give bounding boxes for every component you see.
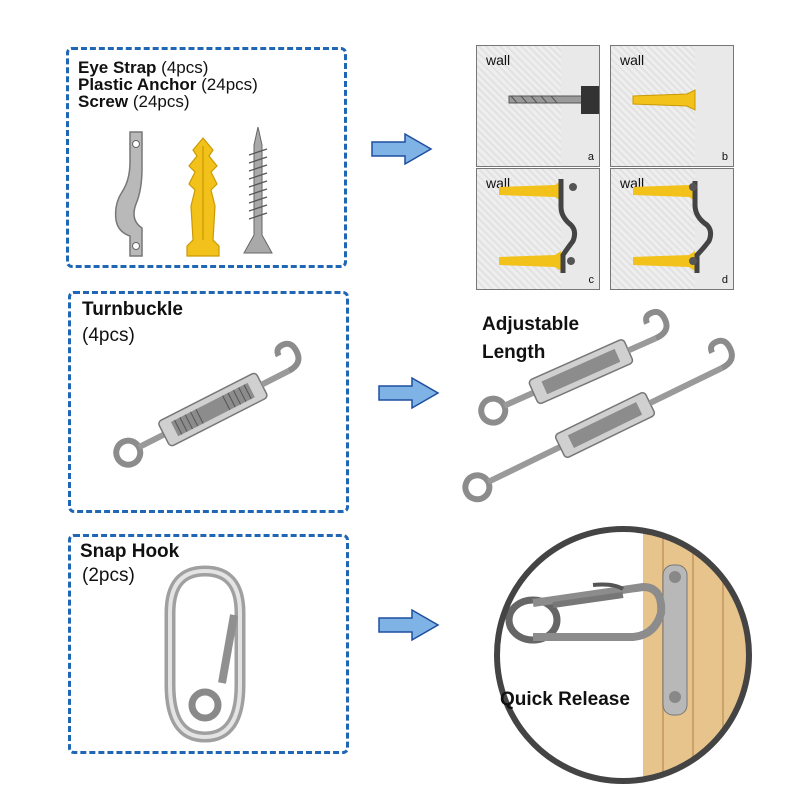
- panel-eye-strap: [66, 47, 347, 268]
- adjustable-caption-line2: Length: [482, 342, 546, 363]
- anchor-in-wall-icon: [632, 89, 696, 111]
- arrow-right-icon: [378, 376, 440, 410]
- step-letter: d: [721, 274, 728, 286]
- step-letter: b: [721, 151, 728, 163]
- arrow-right-icon: [371, 132, 433, 166]
- step-letter: a: [587, 151, 594, 163]
- plastic-anchor-image: [186, 137, 220, 257]
- eye-strap-image: [114, 131, 143, 257]
- quick-release-caption: Quick Release: [500, 689, 630, 710]
- item-qty: (4pcs): [161, 58, 209, 77]
- wall-texture: [477, 46, 561, 166]
- snap-hook-image: [164, 565, 246, 743]
- item-name: Eye Strap: [78, 58, 157, 77]
- panel-turnbuckle: [68, 291, 349, 513]
- install-step-d: wall d: [610, 168, 734, 290]
- screw-image: [243, 126, 273, 254]
- item-qty: (24pcs): [201, 75, 258, 94]
- adjustable-caption-line1: Adjustable: [482, 314, 580, 335]
- arrow-right-icon: [378, 608, 440, 642]
- item-name: Plastic Anchor: [78, 75, 197, 94]
- wall-label: wall: [620, 52, 645, 68]
- install-step-c: wall c: [476, 168, 600, 290]
- snap-hook-title: Snap Hook: [80, 541, 180, 562]
- turnbuckle-qty: (4pcs): [82, 325, 135, 346]
- step-letter: c: [588, 274, 595, 286]
- strap-mount-icon: [499, 179, 578, 273]
- install-step-a: wall a: [476, 45, 600, 167]
- turnbuckle-image: [113, 340, 302, 468]
- strap-mount-icon: [633, 181, 714, 273]
- snap-hook-qty: (2pcs): [82, 565, 135, 586]
- item-name: Screw: [78, 92, 129, 111]
- panel-snap-hook: [68, 534, 349, 754]
- label-screw: Screw (24pcs): [78, 93, 190, 111]
- wall-label: wall: [486, 52, 511, 68]
- turnbuckle-short-image: [478, 308, 670, 426]
- label-plastic-anchor: Plastic Anchor (24pcs): [78, 76, 258, 94]
- turnbuckle-title: Turnbuckle: [82, 299, 183, 320]
- turnbuckle-long-image: [462, 337, 735, 503]
- install-step-b: wall b: [610, 45, 734, 167]
- label-eye-strap: Eye Strap (4pcs): [78, 59, 208, 77]
- item-qty: (24pcs): [132, 92, 190, 111]
- drill-icon: [508, 86, 599, 114]
- quick-release-image: [494, 526, 752, 784]
